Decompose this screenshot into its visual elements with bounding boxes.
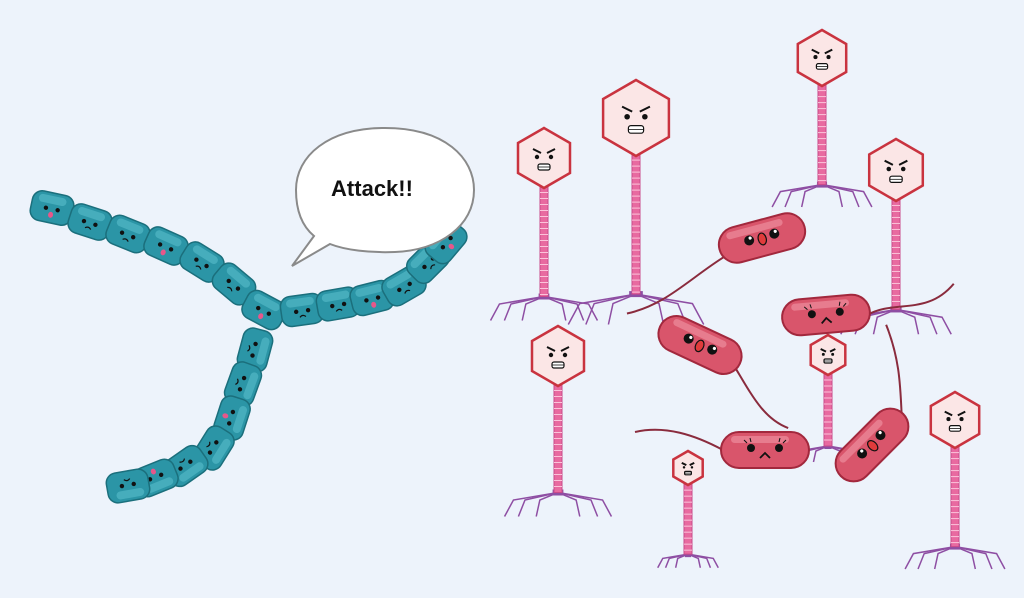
phage-head bbox=[672, 449, 704, 487]
angry-face-icon bbox=[681, 462, 695, 476]
phage-tail bbox=[891, 198, 901, 310]
cute-face-icon bbox=[744, 228, 780, 246]
phage-tail bbox=[817, 84, 827, 186]
angry-face-icon bbox=[820, 348, 836, 364]
filament-cell bbox=[279, 292, 325, 328]
phage-head bbox=[601, 78, 671, 158]
flagellum bbox=[634, 428, 724, 451]
cute-face-icon bbox=[81, 218, 98, 230]
phage bbox=[771, 28, 873, 208]
cute-face-icon bbox=[256, 305, 272, 320]
phage-legs bbox=[489, 295, 599, 321]
phage-legs bbox=[657, 553, 719, 569]
bacterium bbox=[781, 283, 955, 337]
bacterium bbox=[626, 212, 807, 315]
phage bbox=[567, 78, 705, 325]
cute-face-icon bbox=[222, 409, 236, 426]
filament-cell bbox=[236, 327, 274, 373]
phage-tail bbox=[631, 153, 641, 295]
phage-head bbox=[530, 324, 586, 388]
phage-head bbox=[809, 333, 847, 377]
phage-head bbox=[929, 390, 981, 450]
bacterium bbox=[657, 315, 789, 429]
cute-face-icon bbox=[119, 230, 136, 242]
cute-face-icon bbox=[683, 333, 718, 355]
phage bbox=[657, 449, 719, 569]
phage bbox=[840, 137, 952, 335]
cute-face-icon bbox=[397, 281, 412, 294]
cute-face-icon bbox=[157, 242, 174, 256]
flagellum bbox=[626, 255, 726, 315]
flagellum bbox=[734, 367, 789, 429]
phage-legs bbox=[904, 545, 1006, 570]
angry-face-icon bbox=[884, 159, 908, 183]
angry-face-icon bbox=[621, 105, 651, 134]
phage-head bbox=[516, 126, 572, 190]
phage bbox=[904, 390, 1006, 570]
angry-face-icon bbox=[546, 346, 570, 369]
speech-text: Attack!! bbox=[331, 176, 413, 201]
filament-cell bbox=[143, 226, 189, 266]
cute-face-icon bbox=[119, 478, 136, 489]
phage-head bbox=[867, 137, 925, 203]
cute-face-icon bbox=[857, 430, 886, 459]
angry-face-icon bbox=[532, 148, 556, 171]
angry-face-icon bbox=[944, 410, 966, 432]
bacterium bbox=[634, 428, 810, 469]
cute-face-icon bbox=[803, 301, 847, 324]
filament-cell bbox=[105, 468, 151, 504]
filament-cell bbox=[315, 286, 361, 322]
phage-tail bbox=[539, 186, 549, 297]
speech-bubble: Attack!! bbox=[291, 126, 476, 267]
cute-face-icon bbox=[235, 375, 247, 392]
cute-face-icon bbox=[226, 278, 241, 292]
phage-legs bbox=[771, 183, 873, 208]
cute-face-icon bbox=[440, 235, 455, 250]
filament-cell bbox=[223, 361, 263, 407]
phage bbox=[489, 126, 599, 321]
cute-face-icon bbox=[364, 295, 381, 308]
phage-legs bbox=[503, 491, 613, 517]
cute-face-icon bbox=[293, 307, 311, 318]
flagellum bbox=[885, 324, 903, 416]
cute-face-icon bbox=[247, 341, 258, 358]
phage-tail bbox=[950, 446, 960, 548]
cute-face-icon bbox=[206, 440, 219, 455]
bacteria-group bbox=[626, 212, 955, 483]
phage-group bbox=[489, 28, 1006, 570]
phage-head bbox=[796, 28, 848, 88]
cute-face-icon bbox=[194, 257, 209, 270]
cute-face-icon bbox=[43, 205, 60, 218]
flagellum bbox=[865, 283, 955, 317]
cute-face-icon bbox=[743, 437, 787, 459]
filament-cell bbox=[105, 214, 151, 254]
phage bbox=[503, 324, 613, 517]
speech-bubble-icon bbox=[291, 126, 476, 267]
cute-face-icon bbox=[330, 301, 347, 312]
filament-cell bbox=[179, 241, 225, 283]
cute-face-icon bbox=[178, 458, 193, 471]
bacterium bbox=[834, 324, 910, 483]
angry-face-icon bbox=[811, 48, 833, 70]
